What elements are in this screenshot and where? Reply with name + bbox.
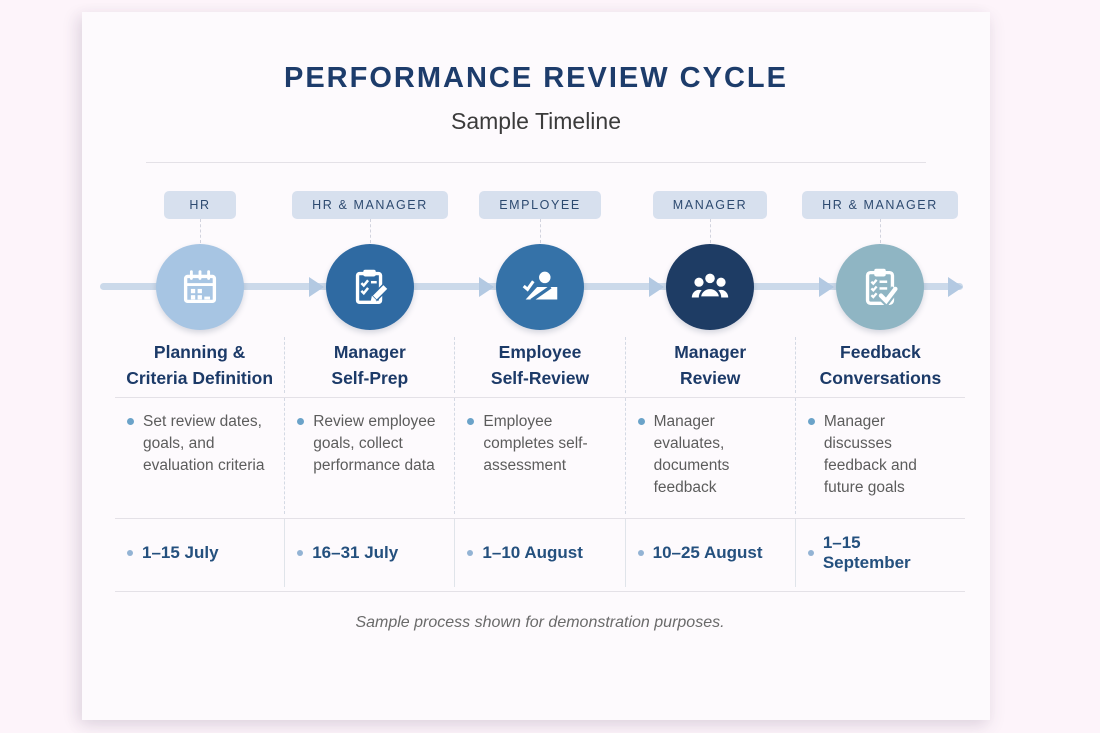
arrow-right-icon xyxy=(649,277,664,297)
stage-title: Feedback Conversations xyxy=(794,337,965,393)
bullet-icon xyxy=(127,418,134,425)
bullet-icon xyxy=(637,418,645,425)
role-badge: HR & MANAGER xyxy=(802,191,958,219)
stage-title: Manager Review xyxy=(624,337,795,393)
timeline-content: HR HR & MANAGER EMPLOYEE MANAGER HR & MA… xyxy=(100,191,965,632)
bullet-icon xyxy=(297,550,304,556)
section-divider xyxy=(115,518,965,519)
dashed-connector xyxy=(369,219,371,243)
bullet-icon xyxy=(807,550,814,556)
stage-date: 16–31 July xyxy=(284,519,454,587)
role-badge: HR & MANAGER xyxy=(292,191,448,219)
timeline-card: PERFORMANCE REVIEW CYCLE Sample Timeline… xyxy=(82,12,990,720)
stage-date: 10–25 August xyxy=(624,519,795,587)
dashed-connector xyxy=(879,219,881,243)
page-title: PERFORMANCE REVIEW CYCLE xyxy=(284,62,788,94)
page-subtitle: Sample Timeline xyxy=(450,108,622,134)
arrow-right-icon xyxy=(948,277,963,297)
stage-description: Review employee goals, collect performan… xyxy=(284,398,454,514)
arrow-right-icon xyxy=(819,277,834,297)
bullet-icon xyxy=(467,418,475,425)
people-group-icon xyxy=(691,271,729,299)
stage-description: Employee completes self-assessment xyxy=(454,398,624,514)
stage-circle-feedback xyxy=(836,244,924,330)
header-divider xyxy=(146,162,926,163)
calendar-icon xyxy=(183,270,217,304)
clipboard-pencil-icon xyxy=(355,269,390,305)
stage-date: 1–10 August xyxy=(454,519,624,587)
role-badge: EMPLOYEE xyxy=(479,191,601,219)
arrow-right-icon xyxy=(309,277,324,297)
stage-circle-manager-self-prep xyxy=(326,244,414,330)
stage-dates-row: 1–15 July 16–31 July 1–10 August 10–25 A… xyxy=(115,519,965,587)
stage-date: 1–15 September xyxy=(794,519,965,587)
stage-description: Manager discusses feedback and future go… xyxy=(794,398,965,514)
stage-titles-row: Planning & Criteria Definition Manager S… xyxy=(115,337,965,393)
dashed-connector xyxy=(199,219,201,243)
bullet-icon xyxy=(807,418,815,425)
bullet-icon xyxy=(637,550,644,556)
dashed-connector xyxy=(539,219,541,243)
stage-title: Planning & Criteria Definition xyxy=(126,342,274,388)
footer-note: Sample process shown for demonstration p… xyxy=(355,614,725,631)
stage-description: Set review dates, goals, and evaluation … xyxy=(115,398,284,514)
bullet-icon xyxy=(297,418,305,425)
bullet-icon xyxy=(467,550,474,556)
stage-title: Manager Self-Prep xyxy=(284,337,454,393)
person-self-review-icon xyxy=(522,271,558,302)
dashed-connector xyxy=(709,219,711,243)
stage-date: 1–15 July xyxy=(115,519,284,587)
stage-circle-employee-self-review xyxy=(496,244,584,330)
badge-connectors xyxy=(115,219,965,243)
section-divider xyxy=(115,397,965,398)
role-badge: HR xyxy=(164,191,236,219)
stage-circle-manager-review xyxy=(666,244,754,330)
role-badge: MANAGER xyxy=(652,191,768,219)
arrow-right-icon xyxy=(479,277,494,297)
role-badges-row: HR HR & MANAGER EMPLOYEE MANAGER HR & MA… xyxy=(115,191,965,219)
stage-description: Manager evaluates, documents feedback xyxy=(624,398,795,514)
section-divider xyxy=(115,591,965,592)
clipboard-check-icon xyxy=(865,268,899,308)
stage-title: Employee Self-Review xyxy=(454,337,624,393)
stage-circle-planning xyxy=(156,244,244,330)
stage-descriptions-row: Set review dates, goals, and evaluation … xyxy=(115,398,965,514)
timeline-row xyxy=(100,243,965,331)
bullet-icon xyxy=(127,550,133,556)
